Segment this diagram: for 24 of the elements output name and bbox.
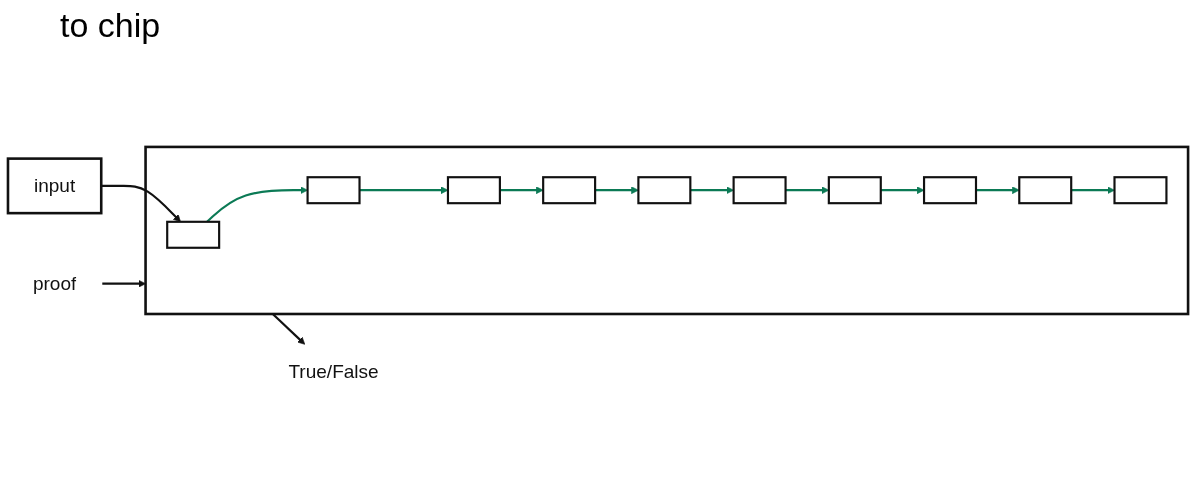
node-text: proof: [32, 272, 77, 295]
arrow: [976, 186, 1020, 194]
cluster: [144, 145, 1190, 315]
arrow: [690, 186, 734, 194]
node-box: [166, 220, 221, 249]
arrow: [499, 186, 544, 194]
arrow: [102, 279, 146, 288]
arrow: [595, 186, 639, 194]
node-box: [827, 175, 882, 204]
node-text: True/False: [288, 360, 379, 382]
arrow: [880, 186, 925, 194]
node-box: [542, 175, 597, 204]
node-box: [446, 175, 501, 204]
node-box: [1018, 175, 1073, 204]
node-box: [1113, 175, 1168, 204]
node-box: [732, 175, 787, 204]
node-box: [306, 175, 361, 204]
arrow: [1071, 186, 1115, 194]
node-box: input: [6, 156, 103, 215]
node-box: [637, 175, 692, 204]
node-box: [922, 175, 978, 204]
arrow: [272, 312, 306, 345]
diagram-title: to chip: [60, 6, 162, 46]
arrow: [101, 184, 181, 222]
